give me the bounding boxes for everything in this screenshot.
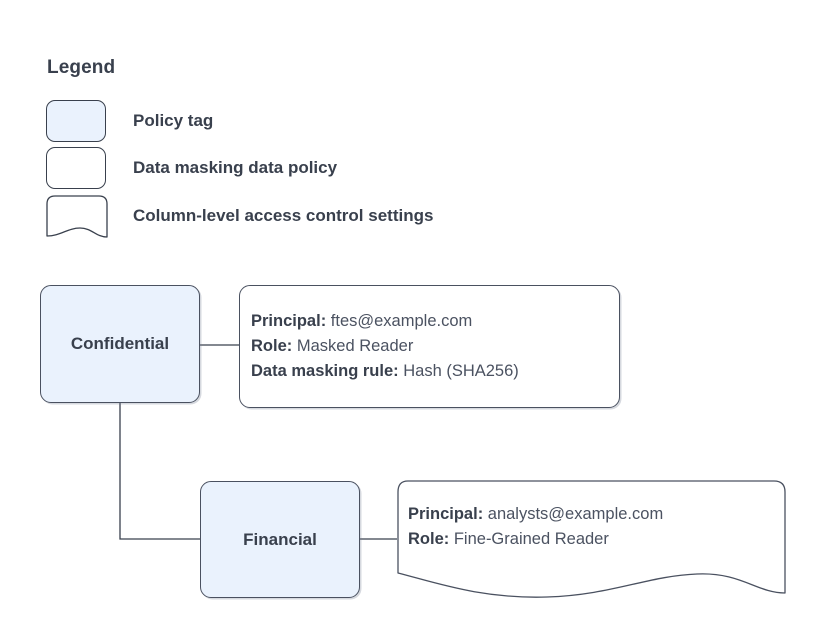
- detail-line: Role: Masked Reader: [251, 334, 609, 359]
- column-access-swatch: [46, 195, 108, 245]
- detail-line: Role: Fine-Grained Reader: [408, 527, 777, 552]
- detail-line-value: analysts@example.com: [487, 505, 664, 523]
- legend-label-data-policy: Data masking data policy: [133, 158, 338, 177]
- detail-box-confidential-policy[interactable]: Principal: ftes@example.com Role: Masked…: [239, 285, 620, 408]
- legend-label-column-access: Column-level access control settings: [133, 206, 434, 225]
- node-financial-label: Financial: [243, 529, 317, 549]
- legend-item-column-access: Column-level access control settings: [46, 195, 786, 241]
- policy-tag-swatch: [46, 100, 106, 142]
- legend-item-data-policy: Data masking data policy: [46, 147, 786, 193]
- detail-line-label: Role:: [408, 530, 450, 548]
- legend-label-policy-tag: Policy tag: [133, 111, 214, 130]
- connector-confidential-to-financial: [119, 403, 200, 540]
- detail-box-financial-lines: Principal: analysts@example.com Role: Fi…: [408, 502, 777, 552]
- legend-item-policy-tag: Policy tag: [46, 100, 786, 146]
- node-confidential[interactable]: Confidential: [40, 285, 200, 403]
- detail-line-label: Principal:: [251, 312, 327, 330]
- detail-box-financial-policy[interactable]: Principal: analysts@example.com Role: Fi…: [397, 480, 787, 600]
- node-financial[interactable]: Financial: [200, 481, 360, 598]
- detail-line: Principal: ftes@example.com: [251, 309, 609, 334]
- detail-line: Principal: analysts@example.com: [408, 502, 777, 527]
- node-confidential-label: Confidential: [70, 334, 170, 353]
- wave-swatch-shape: [46, 195, 108, 238]
- legend-title: Legend: [47, 57, 116, 78]
- data-policy-swatch: [46, 147, 106, 189]
- detail-line-label: Data masking rule:: [251, 362, 399, 380]
- detail-line-value: ftes@example.com: [330, 312, 473, 330]
- detail-line-value: Masked Reader: [296, 337, 414, 355]
- wave-box-shape: [397, 480, 786, 598]
- detail-box-confidential-lines: Principal: ftes@example.com Role: Masked…: [251, 286, 609, 407]
- detail-line-label: Role:: [251, 337, 293, 355]
- detail-line-value: Hash (SHA256): [403, 362, 519, 380]
- detail-line-value: Fine-Grained Reader: [453, 530, 609, 548]
- detail-line: Data masking rule: Hash (SHA256): [251, 359, 609, 384]
- detail-line-label: Principal:: [408, 505, 484, 523]
